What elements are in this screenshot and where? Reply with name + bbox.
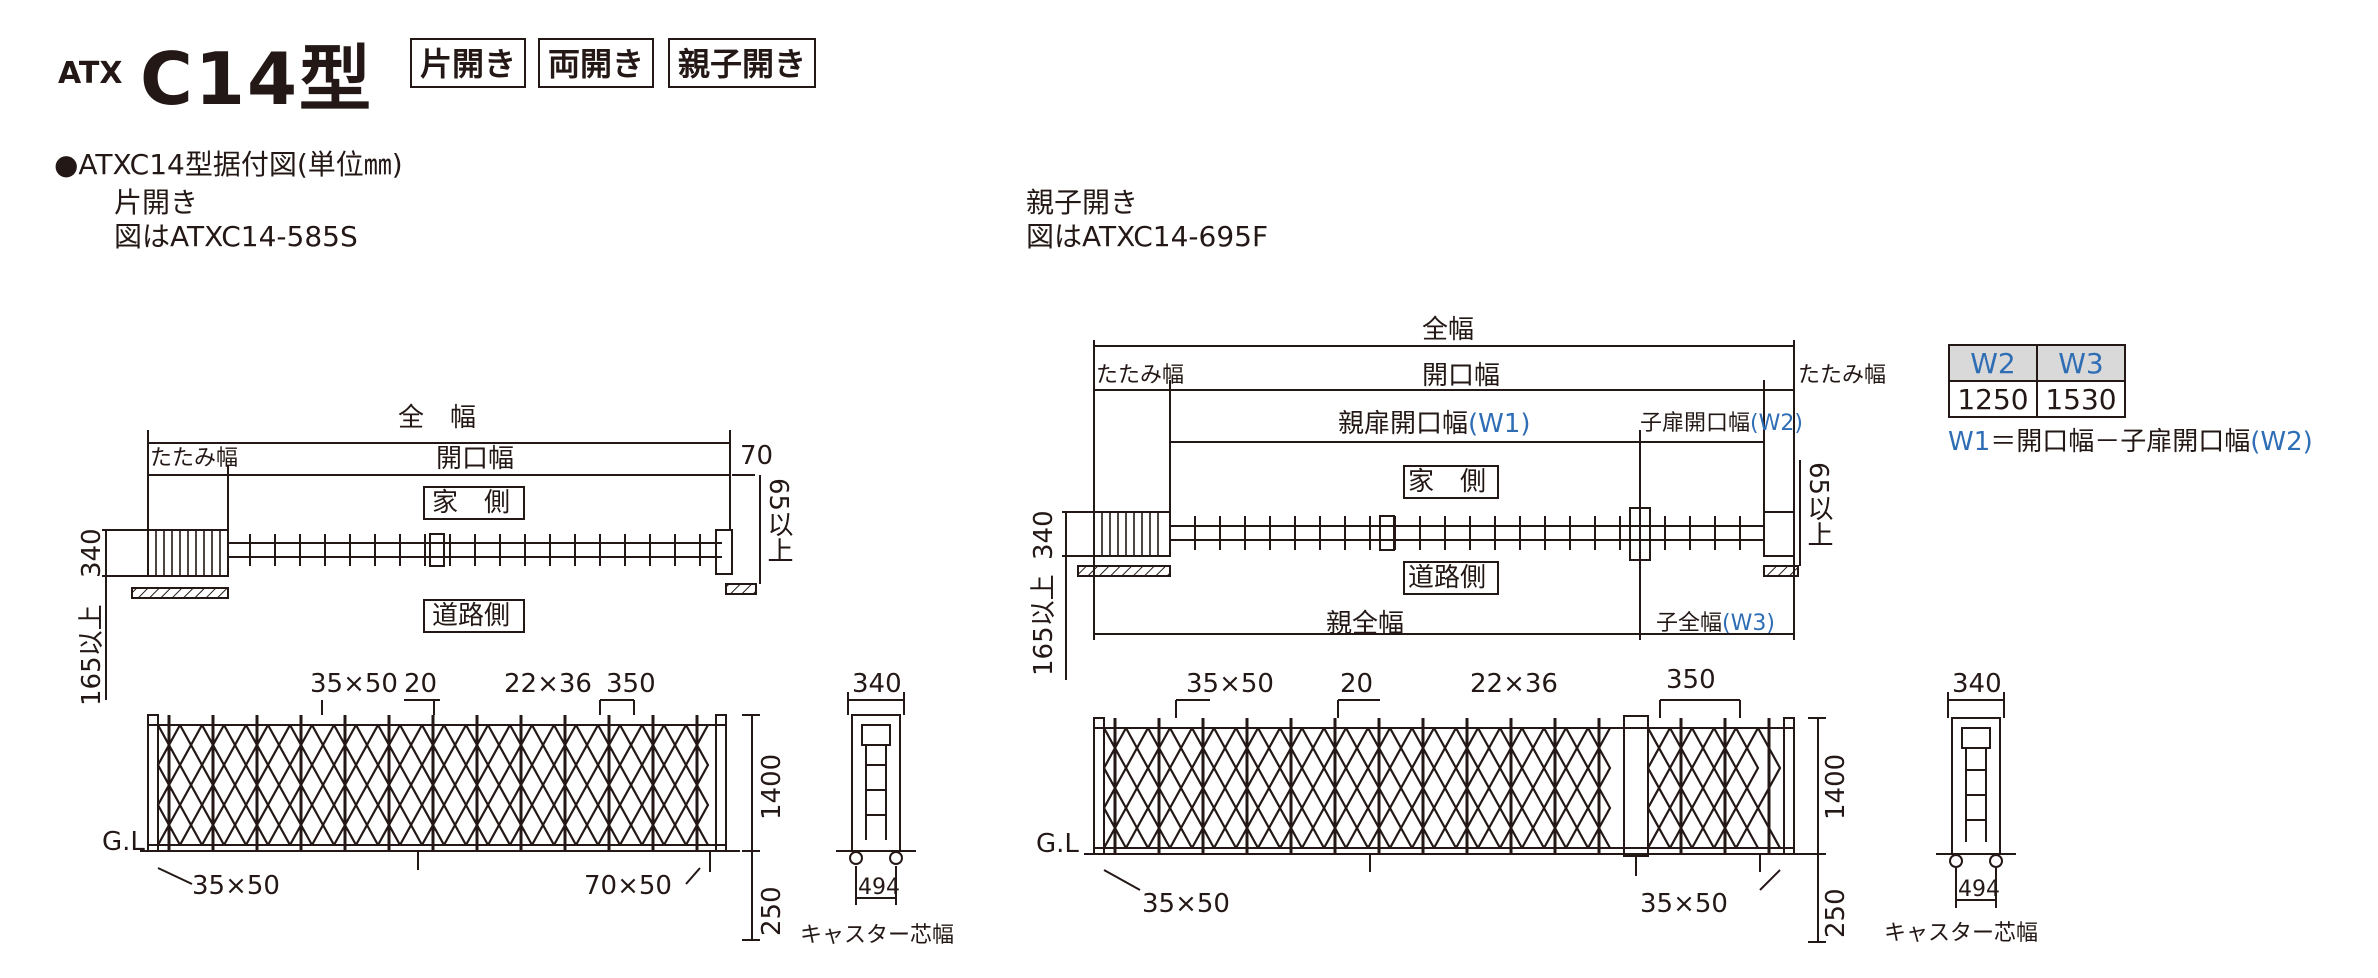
right-dim-340: 340 xyxy=(1029,510,1059,560)
badge-parent-child-swing: 親子開き xyxy=(668,38,817,88)
w-table-value-w2: 1250 xyxy=(1948,380,2038,418)
right-dim-65: 65以上 xyxy=(1803,462,1833,548)
right-plan-posts xyxy=(1194,516,1741,550)
left-road-side-label: 道路側 xyxy=(432,601,511,631)
left-figure-note: 図はATXC14-585S xyxy=(114,220,358,253)
left-dim-70: 70 xyxy=(740,441,774,471)
right-opening-width-label: 開口幅 xyxy=(1422,361,1501,391)
right-dim-35x50-bottom-left: 35×50 xyxy=(1142,889,1230,919)
right-dim-350: 350 xyxy=(1666,665,1716,695)
right-parent-full-label: 親全幅 xyxy=(1326,609,1405,639)
right-child-opening-tag: (W2) xyxy=(1750,411,1803,436)
right-side-340: 340 xyxy=(1952,669,2002,699)
right-child-opening-label: 子扉開口幅(W2) xyxy=(1640,411,1803,436)
right-caster-label: キャスター芯幅 xyxy=(1884,921,2039,946)
left-dim-250: 250 xyxy=(757,886,787,936)
left-dim-20: 20 xyxy=(404,669,438,699)
right-folded-block-left xyxy=(1093,511,1171,557)
left-house-side-label: 家 側 xyxy=(432,488,511,518)
left-ground-hatch-a xyxy=(131,587,229,599)
left-dim-1400: 1400 xyxy=(757,753,787,820)
right-road-side-box xyxy=(1403,561,1499,595)
left-side-494: 494 xyxy=(858,875,900,900)
left-dim-340: 340 xyxy=(77,528,107,578)
left-gl-label: G.L xyxy=(102,827,145,857)
left-dim-35x50-bottom: 35×50 xyxy=(192,871,280,901)
right-full-width-label: 全幅 xyxy=(1422,315,1475,345)
right-child-full-label: 子全幅(W3) xyxy=(1656,611,1775,636)
right-dim-165: 165以上 xyxy=(1029,574,1059,676)
right-center-post xyxy=(1629,507,1651,561)
left-dim-165: 165以上 xyxy=(77,604,107,706)
left-folding-width-label: たたみ幅 xyxy=(150,446,239,471)
left-dim-350: 350 xyxy=(606,669,656,699)
w-table-value-w3: 1530 xyxy=(2036,380,2126,418)
left-elev-end-post xyxy=(715,714,727,852)
left-road-side-box xyxy=(423,599,525,633)
right-side-494: 494 xyxy=(1958,877,2000,902)
right-elev-verticals xyxy=(1113,718,1771,854)
right-child-full-tag: (W3) xyxy=(1722,611,1775,636)
left-end-post xyxy=(715,529,733,575)
left-dim-22x36: 22×36 xyxy=(504,669,592,699)
right-road-side-label: 道路側 xyxy=(1408,563,1487,593)
right-elevation-view xyxy=(1084,699,1826,943)
left-ground-hatch-b xyxy=(725,583,757,595)
left-side-340: 340 xyxy=(852,669,902,699)
right-figure-note: 図はATXC14-695F xyxy=(1026,220,1269,253)
left-elevation-view xyxy=(140,699,760,941)
right-parent-opening-tag: (W1) xyxy=(1468,409,1531,439)
left-dim-70x50: 70×50 xyxy=(584,871,672,901)
right-house-side-box xyxy=(1403,465,1499,499)
right-dim-250: 250 xyxy=(1821,888,1851,938)
right-dim-35x50-bottom-right: 35×50 xyxy=(1640,889,1728,919)
right-folding-width-right: たたみ幅 xyxy=(1798,363,1887,388)
right-gl-label: G.L xyxy=(1036,829,1079,859)
formula-equation: ＝開口幅－子扉開口幅 xyxy=(1990,427,2251,457)
left-plan-posts xyxy=(249,534,701,566)
w1-formula: W1＝開口幅－子扉開口幅(W2) xyxy=(1948,428,2313,456)
left-side-view xyxy=(836,692,916,905)
right-dim-20: 20 xyxy=(1340,669,1374,699)
w-table-header-w2: W2 xyxy=(1948,344,2038,382)
left-house-side-box xyxy=(423,486,525,520)
right-elev-center-post xyxy=(1623,715,1649,857)
right-side-view xyxy=(1936,692,2016,908)
formula-w2: (W2) xyxy=(2250,427,2313,457)
right-plan-view xyxy=(1062,340,1801,680)
right-dim-1400: 1400 xyxy=(1821,753,1851,820)
left-type-label: 片開き xyxy=(114,186,199,219)
w-value-table: W2 W3 1250 1530 xyxy=(1948,344,2126,418)
formula-w1: W1 xyxy=(1948,427,1991,457)
right-elev-lattice xyxy=(1102,727,1782,849)
model-prefix: ATX xyxy=(58,56,123,91)
right-house-side-label: 家 側 xyxy=(1408,467,1487,497)
right-dim-35x50-top: 35×50 xyxy=(1186,669,1274,699)
left-dim-65: 65以上 xyxy=(763,478,793,564)
left-dim-35x50-top: 35×50 xyxy=(310,669,398,699)
left-caster-label: キャスター芯幅 xyxy=(800,923,955,948)
left-opening-width-label: 開口幅 xyxy=(436,444,515,474)
badge-double-swing: 両開き xyxy=(538,38,655,88)
right-folded-block-right xyxy=(1763,511,1795,557)
badge-single-swing: 片開き xyxy=(410,38,527,88)
w-table-header-w3: W3 xyxy=(2036,344,2126,382)
right-parent-opening-label: 親扉開口幅(W1) xyxy=(1338,409,1531,439)
left-plan-view xyxy=(102,430,761,700)
right-dim-22x36: 22×36 xyxy=(1470,669,1558,699)
left-elev-fixed-post xyxy=(147,714,159,852)
right-folding-width-left: たたみ幅 xyxy=(1096,363,1185,388)
left-elev-verticals xyxy=(167,715,699,851)
model-name: C14型 xyxy=(140,37,374,121)
left-full-width-label: 全 幅 xyxy=(398,403,477,433)
right-type-label: 親子開き xyxy=(1026,186,1139,219)
section-title: ●ATXC14型据付図(単位㎜) xyxy=(54,148,403,181)
